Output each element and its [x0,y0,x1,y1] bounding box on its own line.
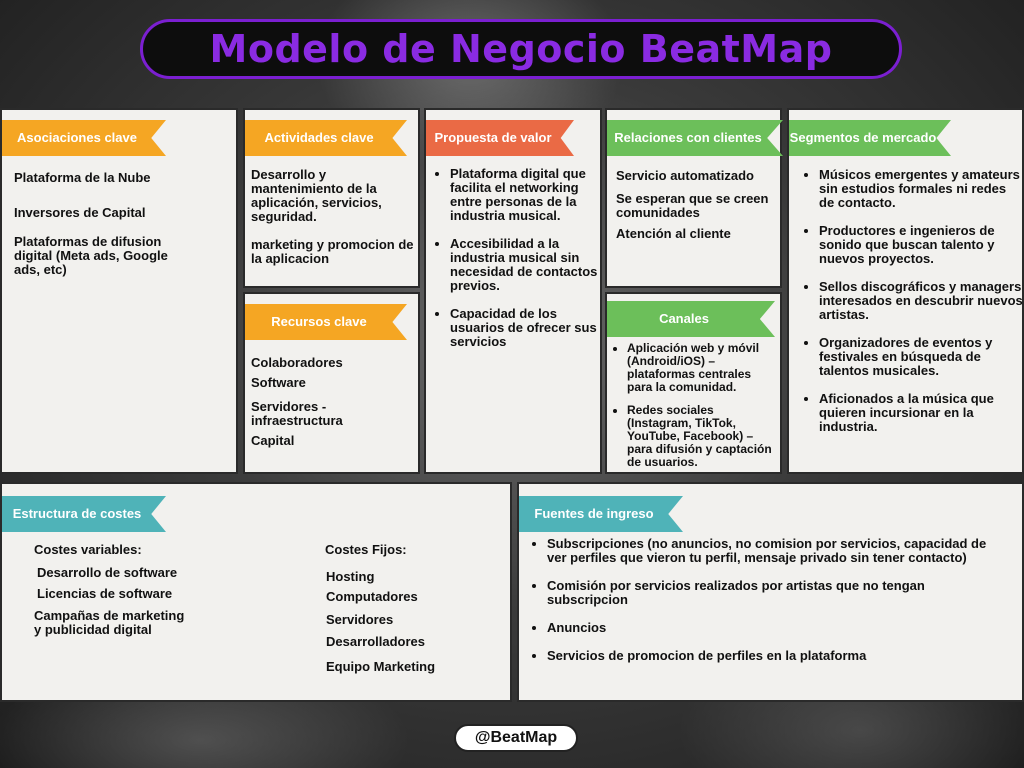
recursos-item-2: Software [251,375,306,390]
segmentos-item: Productores e ingenieros de sonido que b… [819,224,1024,266]
actividades-item-1: Desarrollo y mantenimiento de la aplicac… [251,167,382,224]
relaciones-tag: Relaciones con clientes [607,120,783,156]
costes-variables-heading: Costes variables: [34,542,142,557]
footer-handle: @BeatMap [454,724,578,752]
asociaciones-box: Asociaciones clave Plataforma de la Nube… [0,108,238,474]
segmentos-list: Músicos emergentes y amateurs sin estudi… [801,168,1024,448]
propuesta-list: Plataforma digital que facilita el netwo… [432,167,598,363]
canales-item: Aplicación web y móvil (Android/iOS) – p… [627,342,779,394]
segmentos-box: Segmentos de mercado Músicos emergentes … [787,108,1024,474]
asociaciones-item-1: Plataforma de la Nube [14,170,151,185]
segmentos-item: Sellos discográficos y managers interesa… [819,280,1024,322]
propuesta-box: Propuesta de valor Plataforma digital qu… [424,108,602,474]
costes-fijo-3: Servidores [326,612,394,627]
recursos-item-1: Colaboradores [251,355,343,370]
ingresos-tag: Fuentes de ingreso [519,496,683,532]
costes-fijo-1: Hosting [326,569,375,584]
asociaciones-tag: Asociaciones clave [2,120,166,156]
title-banner: Modelo de Negocio BeatMap [140,19,902,79]
costes-fijo-2: Computadores [326,589,418,604]
ingresos-item: Subscripciones (no anuncios, no comision… [547,537,1007,565]
propuesta-item: Accesibilidad a la industria musical sin… [450,237,598,293]
propuesta-tag: Propuesta de valor [426,120,574,156]
propuesta-item: Plataforma digital que facilita el netwo… [450,167,598,223]
canales-item: Redes sociales (Instagram, TikTok, YouTu… [627,404,779,469]
relaciones-item-2: Se esperan que se creen comunidades [616,191,769,220]
costes-fijo-4: Desarrolladores [326,634,425,649]
asociaciones-item-2: Inversores de Capital [14,205,146,220]
ingresos-box: Fuentes de ingreso Subscripciones (no an… [517,482,1024,702]
segmentos-tag: Segmentos de mercado [789,120,951,156]
costes-variable-1: Desarrollo de software [37,565,178,580]
costes-tag: Estructura de costes [2,496,166,532]
segmentos-item: Músicos emergentes y amateurs sin estudi… [819,168,1024,210]
segmentos-item: Organizadores de eventos y festivales en… [819,336,1024,378]
propuesta-item: Capacidad de los usuarios de ofrecer sus… [450,307,598,349]
relaciones-item-1: Servicio automatizado [616,168,754,183]
ingresos-item: Comisión por servicios realizados por ar… [547,579,1007,607]
relaciones-box: Relaciones con clientes Servicio automat… [605,108,783,288]
costes-box: Estructura de costes Costes variables: D… [0,482,512,702]
canales-list: Aplicación web y móvil (Android/iOS) – p… [609,342,779,479]
actividades-box: Actividades clave Desarrollo y mantenimi… [243,108,420,288]
recursos-tag: Recursos clave [245,304,407,340]
costes-fijo-5: Equipo Marketing [326,659,436,674]
costes-fijos-heading: Costes Fijos: [325,542,407,557]
costes-variable-2: Licencias de software [37,586,173,601]
segmentos-item: Aficionados a la música que quieren incu… [819,392,1024,434]
recursos-box: Recursos clave Colaboradores Software Se… [243,292,420,474]
ingresos-item: Servicios de promocion de perfiles en la… [547,649,1007,663]
actividades-tag: Actividades clave [245,120,407,156]
page-title: Modelo de Negocio BeatMap [209,27,833,71]
recursos-item-4: Capital [251,433,295,448]
costes-variable-3: Campañas de marketing y publicidad digit… [34,608,185,637]
relaciones-item-3: Atención al cliente [616,226,731,241]
ingresos-list: Subscripciones (no anuncios, no comision… [529,537,1007,677]
asociaciones-item-3: Plataformas de difusion digital (Meta ad… [14,234,168,277]
ingresos-item: Anuncios [547,621,1007,635]
actividades-item-2: marketing y promocion de la aplicacion [251,237,414,266]
canales-tag: Canales [607,301,775,337]
recursos-item-3: Servidores - infraestructura [251,399,343,428]
canales-box: Canales Aplicación web y móvil (Android/… [605,292,782,474]
